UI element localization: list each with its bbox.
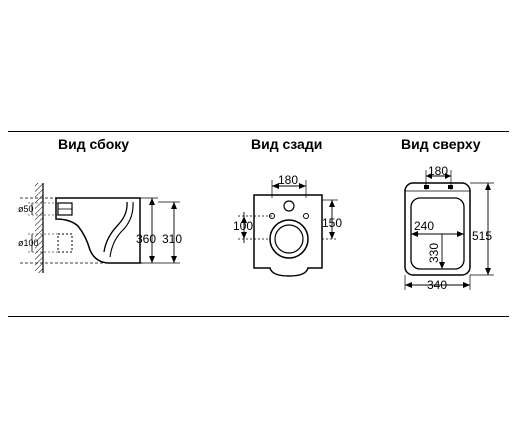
dim-pipe-lower: ø100 [18,238,39,248]
bowl-side-outline [55,197,141,264]
side-view: ø50 ø100 360 310 [18,183,182,273]
back-view-title: Вид сзади [251,136,323,152]
dim-back-mount-spacing: 180 [278,173,298,187]
trap-curve-outer [109,201,134,258]
top-view-title: Вид сверху [401,136,481,152]
bottom-divider [8,316,509,317]
water-inlet [283,200,295,212]
outlet-ring-inner [274,224,304,254]
mount-slot-left [424,185,429,189]
dim-height-inner: 310 [162,232,182,246]
back-view: 180 150 100 [233,173,342,277]
dim-outlet-offset: 100 [233,219,253,233]
dim-bowl-depth: 330 [427,243,441,263]
dim-overall-width: 340 [427,278,447,292]
mount-hole-left [269,213,275,219]
dim-overall-depth: 515 [472,229,492,243]
dim-height-outer: 360 [136,232,156,246]
dim-bowl-width: 240 [414,219,434,233]
top-view: 180 240 330 515 [404,164,494,292]
top-body-outline [404,182,471,276]
dim-pipe-upper: ø50 [18,204,34,214]
lower-pipe [57,233,73,253]
side-view-title: Вид сбоку [58,136,130,152]
wall-hatch [35,183,43,273]
dim-bolt-height: 150 [322,216,342,230]
top-divider [8,131,509,132]
mount-slot-right [448,185,453,189]
trap-curve [103,201,128,253]
dim-top-mount-spacing: 180 [428,164,448,178]
mount-hole-right [303,213,309,219]
bowl-rim [410,197,465,270]
outlet-ring-outer [269,219,309,259]
back-body-outline [253,194,323,277]
